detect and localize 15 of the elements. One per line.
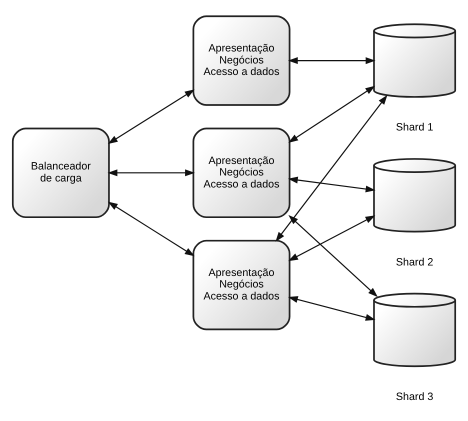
arrow (108, 89, 195, 144)
arrow (288, 176, 376, 192)
node-box: Apresentação Negócios Acesso a dados (192, 128, 290, 218)
node-box: Apresentação Negócios Acesso a dados (192, 240, 290, 330)
arrow (288, 57, 376, 64)
node-label: Shard 2 (396, 256, 434, 268)
node-box: Apresentação Negócios Acesso a dados (192, 15, 290, 106)
arrow (275, 94, 388, 242)
node-box: Balanceador de carga (12, 128, 110, 218)
arrow (108, 169, 195, 176)
arrow (288, 296, 376, 321)
arrow (288, 86, 376, 143)
node-label: Shard 3 (396, 390, 434, 403)
arrow (108, 202, 195, 256)
node-label: Shard 1 (396, 122, 434, 134)
